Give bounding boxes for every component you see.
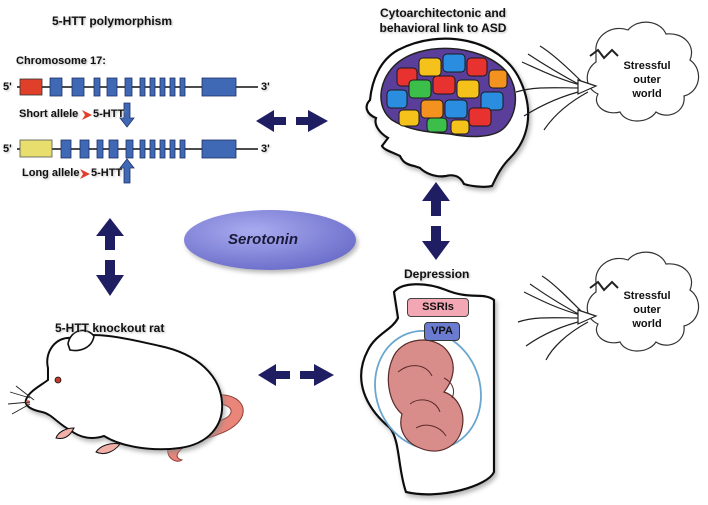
rat-body xyxy=(24,334,224,451)
red-arrow-short-icon xyxy=(82,110,92,120)
gene-diagram xyxy=(17,77,258,184)
short-allele-target: 5-HTT xyxy=(93,108,125,120)
asd-title-line1: Cytoarchitectonic and xyxy=(379,6,507,20)
arrow-gene-brain xyxy=(256,110,328,132)
asd-title-line2: behavioral link to ASD xyxy=(379,21,507,35)
polymorphism-title: 5-HTT polymorphism xyxy=(52,14,173,28)
stress-cloud-top xyxy=(515,21,700,131)
cloud-shape-bottom xyxy=(586,251,700,352)
arrows xyxy=(96,110,450,386)
depression-title: Depression xyxy=(404,267,470,281)
exons-short xyxy=(49,77,237,97)
five-prime-long: 5' xyxy=(3,143,12,155)
stress-top-line2: outer xyxy=(633,74,661,86)
stress-bottom-line1: Stressful xyxy=(623,290,671,302)
promoter-short xyxy=(19,78,43,96)
promoter-long xyxy=(19,139,53,158)
stress-lines-bottom xyxy=(517,275,589,361)
red-arrow-long-icon xyxy=(80,169,90,179)
fetus-details xyxy=(397,365,455,437)
brain-head-illustration xyxy=(365,37,530,188)
ssri-box: SSRIs xyxy=(407,298,469,317)
three-prime-short: 3' xyxy=(261,81,270,93)
serotonin-label: Serotonin xyxy=(228,231,298,248)
arrow-brain-depression xyxy=(422,182,450,260)
rat-paw-front xyxy=(55,427,75,439)
stress-top-line1: Stressful xyxy=(623,60,671,72)
rat-eye xyxy=(54,376,62,384)
bow-icon-top xyxy=(589,48,619,60)
long-allele-target: 5-HTT xyxy=(91,167,123,179)
fetus xyxy=(387,339,464,452)
down-arrow-short xyxy=(119,102,135,128)
rat-paw-back xyxy=(95,443,121,455)
trumpet-icon-bottom xyxy=(577,309,598,325)
stress-bottom-line3: world xyxy=(632,318,662,330)
arrow-rat-depression xyxy=(258,364,334,386)
stress-cloud-bottom xyxy=(517,251,700,361)
rat-whiskers xyxy=(7,385,35,415)
bow-icon-bottom xyxy=(589,280,619,292)
five-prime-short: 5' xyxy=(3,81,12,93)
serotonin-ellipse xyxy=(184,210,356,270)
rat-title: 5-HTT knockout rat xyxy=(55,321,165,335)
chromosome-label: Chromosome 17: xyxy=(16,55,106,67)
stress-bottom-line2: outer xyxy=(633,304,661,316)
stress-top-line3: world xyxy=(632,88,662,100)
exons-long xyxy=(60,139,237,159)
cloud-shape-top xyxy=(586,21,700,122)
three-prime-long: 3' xyxy=(261,143,270,155)
pregnancy-illustration xyxy=(360,283,496,496)
short-allele-label: Short allele xyxy=(19,108,79,120)
rat-illustration xyxy=(7,329,244,462)
long-allele-label: Long allele xyxy=(22,167,80,179)
vpa-box: VPA xyxy=(424,322,460,341)
puzzle-pieces xyxy=(386,53,508,135)
up-arrow-long xyxy=(119,158,135,184)
arrow-gene-rat xyxy=(96,218,124,296)
rat-ear xyxy=(67,329,95,352)
trumpet-icon-top xyxy=(577,79,598,95)
